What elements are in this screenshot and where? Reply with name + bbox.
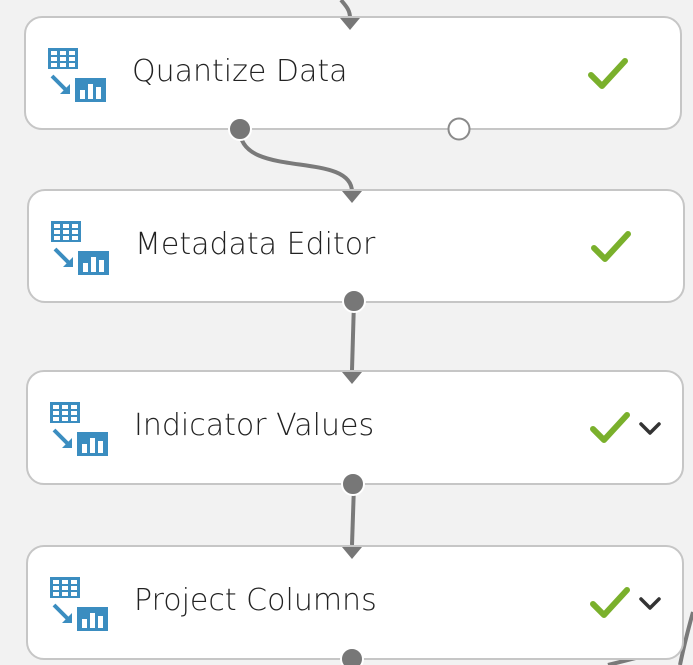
data-transform-icon <box>50 402 108 456</box>
chevron-down-icon[interactable] <box>639 597 661 611</box>
module-title: Metadata Editor <box>135 227 376 262</box>
connection-line[interactable] <box>238 129 354 193</box>
check-icon <box>591 231 631 262</box>
connection-line[interactable] <box>350 484 356 546</box>
data-transform-icon <box>51 221 109 275</box>
module-metadata-editor[interactable]: Metadata Editor <box>27 189 685 303</box>
module-project-columns[interactable]: Project Columns <box>26 545 684 660</box>
module-title: Indicator Values <box>134 408 375 443</box>
check-icon <box>590 412 630 443</box>
check-icon <box>588 58 628 89</box>
connection-line[interactable] <box>350 300 356 371</box>
check-icon <box>590 587 630 618</box>
module-quantize-data[interactable]: Quantize Data <box>24 16 682 130</box>
module-indicator-values[interactable]: Indicator Values <box>26 370 684 485</box>
chevron-down-icon[interactable] <box>639 422 661 436</box>
data-transform-icon <box>50 577 108 631</box>
module-title: Project Columns <box>134 583 377 618</box>
data-transform-icon <box>48 48 106 102</box>
module-title: Quantize Data <box>132 54 348 89</box>
